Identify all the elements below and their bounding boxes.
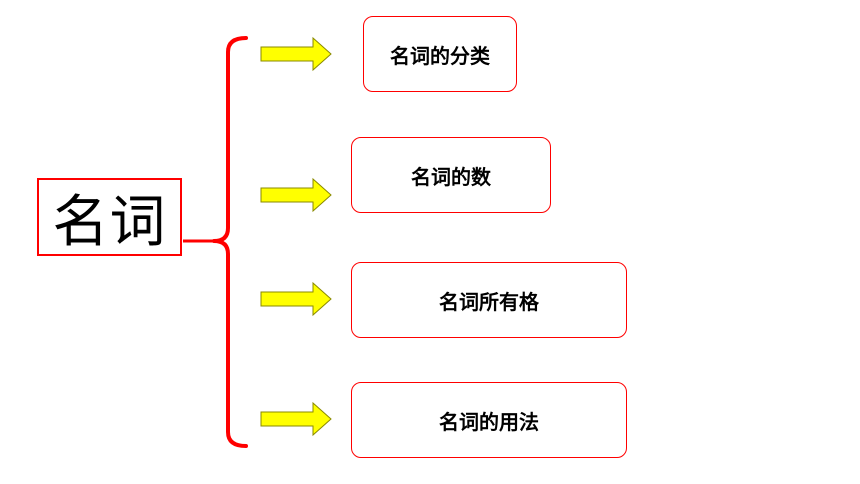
arrow-icon <box>260 177 332 213</box>
brace-bracket <box>212 36 248 448</box>
root-topic-box: 名词 <box>37 178 182 256</box>
root-topic-label: 名词 <box>52 189 167 255</box>
branch-node-possessive: 名词所有格 <box>351 262 627 338</box>
branch-node-label: 名词所有格 <box>439 289 539 314</box>
branch-node-label: 名词的用法 <box>439 409 539 434</box>
branch-node-label: 名词的数 <box>411 164 491 189</box>
branch-node-classification: 名词的分类 <box>363 16 517 92</box>
branch-node-usage: 名词的用法 <box>351 382 627 458</box>
branch-node-label: 名词的分类 <box>390 43 490 68</box>
branch-node-number: 名词的数 <box>351 137 551 213</box>
arrow-icon <box>260 401 332 437</box>
arrow-icon <box>260 281 332 317</box>
arrow-icon <box>260 36 332 72</box>
